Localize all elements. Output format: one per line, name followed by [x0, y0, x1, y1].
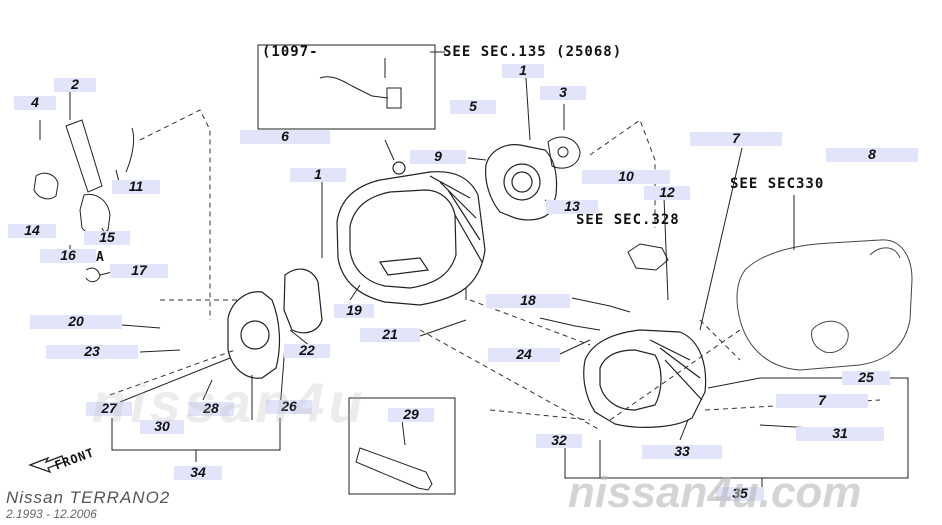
part-badge-24[interactable]: 24 — [488, 346, 560, 362]
part-badge-28[interactable]: 28 — [188, 400, 234, 416]
model-title: Nissan TERRANO2 — [6, 488, 171, 507]
part-badge-19[interactable]: 19 — [334, 302, 374, 318]
a-mark: A — [96, 250, 105, 265]
switch-12-drawing — [627, 243, 669, 271]
part-badge-15[interactable]: 15 — [84, 229, 130, 245]
site-watermark: nissan4u.com — [568, 468, 862, 517]
sensor-wire-drawing — [319, 76, 389, 99]
grease-detail-box — [348, 397, 456, 495]
part-badge-1-mid[interactable]: 1 — [290, 166, 346, 182]
part-badge-4[interactable]: 4 — [14, 94, 56, 110]
part-badge-7-bottom[interactable]: 7 — [776, 392, 868, 408]
part-badge-13[interactable]: 13 — [546, 198, 598, 214]
part-badge-35[interactable]: 35 — [716, 485, 764, 501]
part-badge-11[interactable]: 11 — [112, 178, 160, 194]
shift-lever-drawing — [65, 119, 103, 193]
sensor-detail-box — [257, 44, 436, 130]
part-badge-12[interactable]: 12 — [644, 184, 690, 200]
rear-housing-drawing — [583, 329, 707, 428]
part-badge-30[interactable]: 30 — [140, 418, 184, 434]
adapter-plate-drawing — [227, 268, 323, 379]
part-badge-33[interactable]: 33 — [642, 443, 722, 459]
bushing-drawing — [33, 172, 59, 200]
part-badge-27[interactable]: 27 — [86, 400, 132, 416]
clip-drawing — [85, 267, 101, 283]
part-badge-5[interactable]: 5 — [450, 98, 496, 114]
part-badge-7-top[interactable]: 7 — [690, 130, 782, 146]
part-badge-6[interactable]: 6 — [240, 128, 330, 144]
clutch-housing-drawing — [336, 161, 486, 306]
part-badge-3[interactable]: 3 — [540, 84, 586, 100]
harness-24-drawing — [539, 317, 601, 331]
part-badge-20[interactable]: 20 — [30, 313, 122, 329]
part-badge-14[interactable]: 14 — [8, 222, 56, 238]
part-badge-10[interactable]: 10 — [582, 168, 670, 184]
part-badge-18[interactable]: 18 — [486, 292, 570, 308]
part-badge-16[interactable]: 16 — [40, 247, 96, 263]
part-badge-22[interactable]: 22 — [284, 342, 330, 358]
part-badge-8[interactable]: 8 — [826, 146, 918, 162]
see-sec328-text: SEE SEC.328 — [576, 212, 680, 228]
harness-18-drawing — [571, 297, 631, 313]
part-badge-26[interactable]: 26 — [266, 398, 312, 414]
center-watermark: nissan4u — [92, 371, 367, 434]
transfer-case-drawing — [736, 239, 913, 371]
gasket-drawing — [547, 136, 581, 169]
spring-drawing — [125, 127, 135, 173]
part-badge-17[interactable]: 17 — [110, 262, 168, 278]
part-badge-2[interactable]: 2 — [54, 76, 96, 92]
see-sec135-text: SEE SEC.135 (25068) — [443, 44, 623, 60]
boot-drawing — [79, 193, 111, 235]
part-badge-25[interactable]: 25 — [842, 369, 890, 385]
part-badge-32[interactable]: 32 — [536, 432, 582, 448]
part-badge-21[interactable]: 21 — [360, 326, 420, 342]
sensor-ref-text: (1097- — [262, 44, 319, 60]
grease-tube-drawing — [355, 447, 433, 491]
see-sec330-text: SEE SEC330 — [730, 176, 825, 192]
front-arrow-drawing — [28, 455, 65, 474]
part-badge-29[interactable]: 29 — [388, 406, 434, 422]
part-badge-31[interactable]: 31 — [796, 425, 884, 441]
part-badge-1-top[interactable]: 1 — [502, 62, 544, 78]
part-badge-23[interactable]: 23 — [46, 343, 138, 359]
part-badge-34[interactable]: 34 — [174, 464, 222, 480]
part-badge-9[interactable]: 9 — [410, 148, 466, 164]
model-years: 2.1993 - 12.2006 — [6, 507, 97, 521]
